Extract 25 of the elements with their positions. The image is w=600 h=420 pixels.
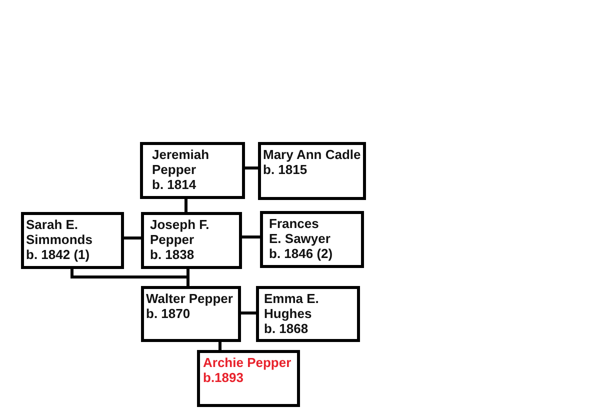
person-name: Archie Pepper — [203, 355, 292, 370]
connector-line — [218, 342, 222, 350]
connector-line — [184, 199, 188, 212]
birth-year: b. 1846 (2) — [269, 246, 333, 261]
connector-line — [245, 166, 258, 170]
person-box — [258, 142, 366, 200]
person-box — [256, 286, 360, 342]
birth-year: b. 1870 — [146, 306, 190, 321]
birth-year: b. 1838 — [150, 247, 194, 262]
person-name: Walter Pepper — [146, 291, 233, 306]
person-box — [260, 211, 364, 268]
person-box — [141, 212, 242, 269]
person-box — [21, 212, 124, 269]
person-box — [140, 142, 245, 199]
connector-line — [241, 312, 256, 314]
person-box — [141, 286, 241, 342]
birth-year: b. 1814 — [152, 177, 196, 192]
person-box — [197, 350, 300, 407]
birth-year: b.1893 — [203, 370, 244, 385]
birth-year: b. 1842 (1) — [26, 247, 90, 262]
birth-year: b. 1868 — [264, 321, 308, 336]
connector-line — [242, 236, 260, 238]
person-name: Mary Ann Cadle — [263, 147, 361, 162]
connector-line — [124, 236, 141, 240]
birth-year: b. 1815 — [263, 162, 308, 177]
